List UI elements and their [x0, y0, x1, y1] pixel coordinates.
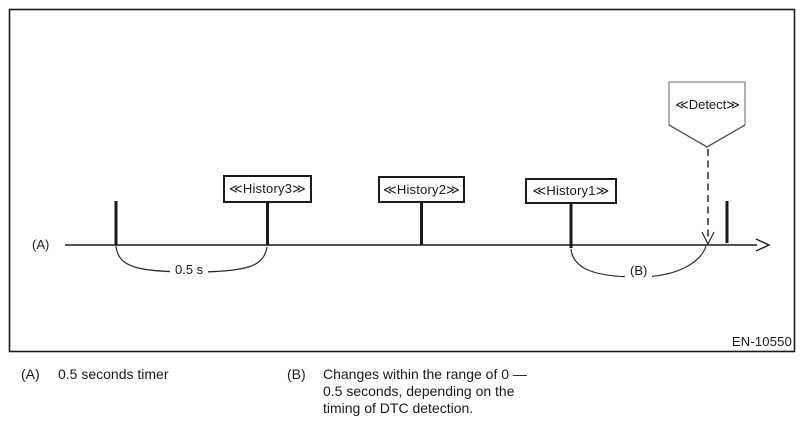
legend-b-line-1: Changes within the range of 0 — [323, 366, 527, 382]
history3-box: ≪History3≫ [223, 175, 312, 203]
detect-label: ≪Detect≫ [675, 97, 740, 112]
timer-span-label: 0.5 s [170, 262, 209, 277]
timeline-arrow-icon [755, 238, 771, 252]
legend-a-key: (A) [21, 366, 40, 382]
detect-banner-outline-point [668, 124, 746, 148]
history1-box: ≪History1≫ [525, 178, 617, 204]
legend-b-line-3: timing of DTC detection. [323, 400, 474, 416]
range-span-label: (B) [625, 263, 653, 278]
history2-label: ≪History2≫ [383, 181, 460, 197]
figure-id: EN-10550 [731, 334, 792, 349]
detect-arrowhead-icon [701, 231, 715, 246]
detect-banner-outline-top [668, 81, 746, 125]
legend-a-text: 0.5 seconds timer [58, 366, 169, 382]
legend-b-key: (B) [287, 366, 306, 382]
history3-label: ≪History3≫ [229, 181, 306, 196]
axis-label-a: (A) [32, 237, 50, 252]
history1-label: ≪History1≫ [532, 183, 610, 198]
history2-box: ≪History2≫ [378, 176, 465, 203]
diagram-frame [8, 8, 796, 353]
detect-banner-fill [669, 82, 745, 147]
legend-b-text: Changes within the range of 0 — 0.5 seco… [323, 366, 527, 417]
legend-b-line-2: 0.5 seconds, depending on the [323, 383, 515, 399]
